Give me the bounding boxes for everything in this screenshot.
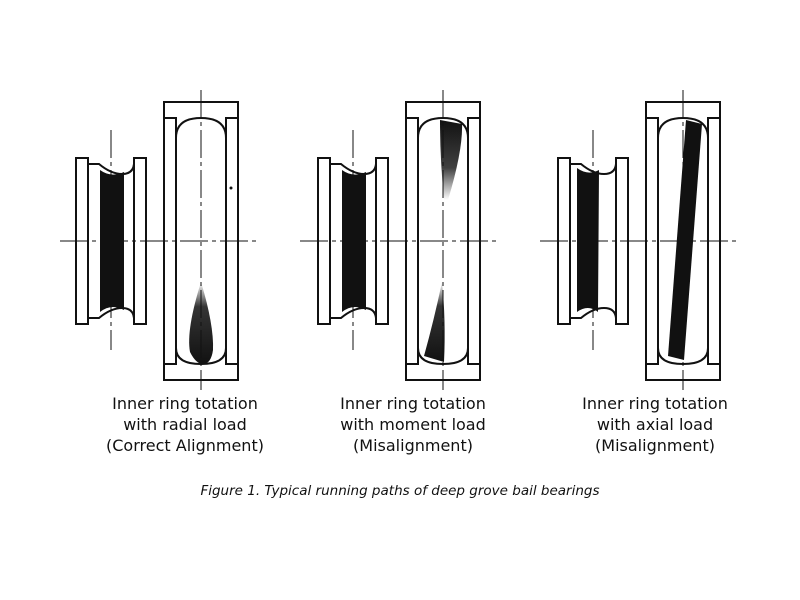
inner-ring-running-path-axial <box>577 168 599 312</box>
caption-line: (Misalignment) <box>353 436 473 455</box>
caption-moment-load: Inner ring totation with moment load (Mi… <box>313 393 513 456</box>
outer-ring-running-path-axial <box>668 120 702 360</box>
panel-radial-load <box>60 90 258 390</box>
caption-line: (Misalignment) <box>595 436 715 455</box>
caption-radial-load: Inner ring totation with radial load (Co… <box>85 393 285 456</box>
figure-caption: Figure 1. Typical running paths of deep … <box>200 483 600 499</box>
centerlines-radial <box>60 90 258 390</box>
caption-line: (Correct Alignment) <box>106 436 264 455</box>
caption-axial-load: Inner ring totation with axial load (Mis… <box>555 393 755 456</box>
caption-line: Inner ring totation <box>582 394 728 413</box>
caption-line: with radial load <box>123 415 247 434</box>
outer-ring-running-path-moment <box>424 120 463 362</box>
centerlines-moment <box>300 90 500 390</box>
panel-axial-load <box>540 90 740 390</box>
caption-line: Inner ring totation <box>340 394 486 413</box>
caption-line: with moment load <box>340 415 486 434</box>
caption-line: with axial load <box>596 415 714 434</box>
panel-moment-load <box>300 90 500 390</box>
centerlines-axial <box>540 90 740 390</box>
caption-line: Inner ring totation <box>112 394 258 413</box>
